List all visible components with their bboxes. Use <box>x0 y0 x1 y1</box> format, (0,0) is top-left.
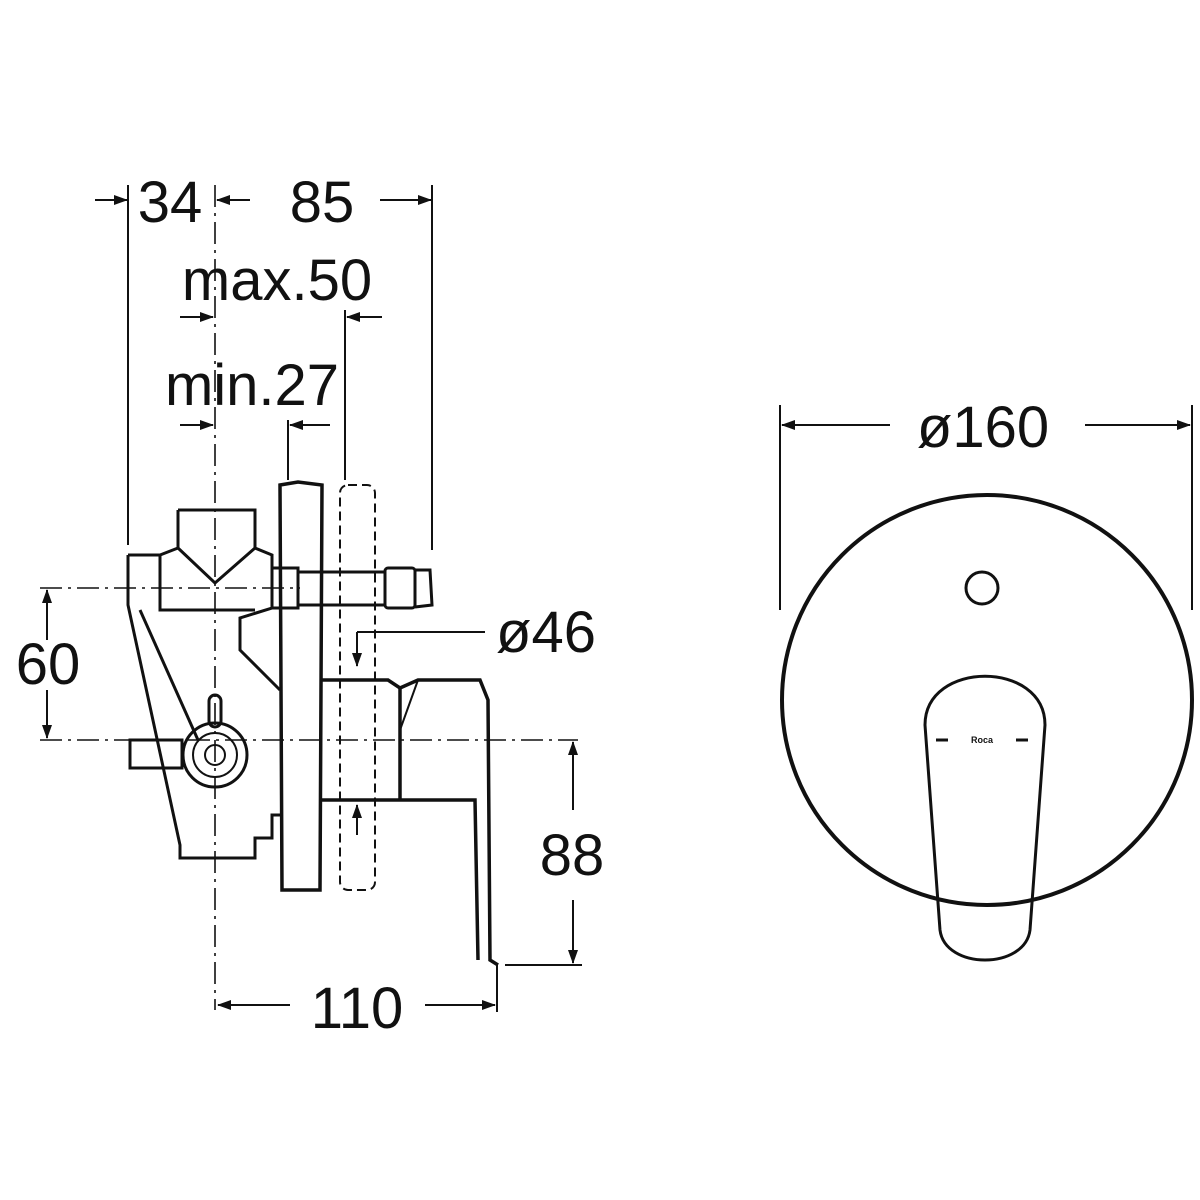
plate-outline-dashed <box>339 484 376 891</box>
dim-88-label: 88 <box>540 823 605 888</box>
diverter-hole <box>964 570 1000 606</box>
dim-46-label: ø46 <box>496 600 596 665</box>
dim-110-label: 110 <box>311 976 403 1041</box>
lever-handle <box>320 678 499 967</box>
dimension-arrows <box>42 195 1191 1010</box>
roca-logo: Roca <box>971 735 994 745</box>
dim-max-label: max.50 <box>182 248 372 313</box>
valve-body <box>126 508 434 860</box>
extension-lines <box>127 185 1193 1012</box>
escutcheon-plate <box>780 493 1194 907</box>
dim-60-label: 60 <box>16 632 81 697</box>
front-lever <box>923 674 1047 962</box>
dim-160-label: ø160 <box>917 395 1049 460</box>
dim-34-label: 34 <box>138 170 203 235</box>
wall-plate <box>278 480 324 892</box>
front-view <box>780 493 1194 962</box>
dim-min-label: min.27 <box>165 353 339 418</box>
dim-85-label: 85 <box>290 170 355 235</box>
